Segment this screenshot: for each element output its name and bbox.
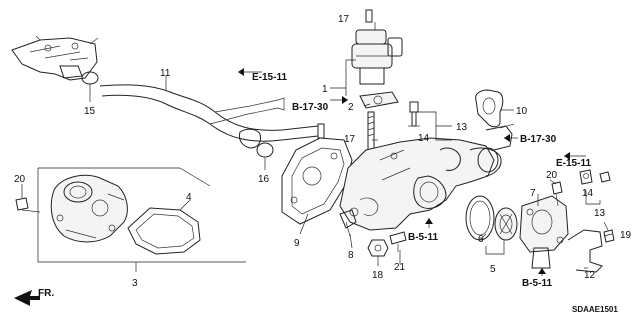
water-pump-drawing — [50, 174, 128, 243]
callout-5: 5 — [490, 264, 496, 275]
callout-10: 10 — [516, 106, 528, 117]
callout-6: 6 — [478, 234, 484, 245]
leader-lines — [21, 22, 613, 272]
stud-bolt-16-drawing — [367, 111, 375, 151]
callout-8: 8 — [348, 250, 354, 261]
temp-sensor-14-drawing — [408, 101, 420, 127]
water-passage-housing-drawing — [339, 123, 515, 231]
bolt-19-drawing — [15, 197, 41, 213]
engine-bracket-drawing — [11, 35, 99, 81]
callout-numbers: 17 1 2 17 13 14 10 11 15 16 9 8 18 21 6 … — [14, 14, 632, 289]
ref-b-5-11-left: B-5-11 — [408, 232, 438, 243]
callout-7: 7 — [530, 188, 536, 199]
ref-b-17-30-right: B-17-30 — [520, 134, 557, 145]
ref-arrow-e-15-11-upper — [238, 68, 262, 76]
callout-2: 2 — [348, 102, 354, 113]
egr-valve-drawing — [351, 9, 403, 109]
callout-13-right: 13 — [594, 208, 606, 219]
bolt-21-drawing — [389, 231, 407, 252]
ref-b-17-30-left: B-17-30 — [292, 102, 329, 113]
bolt-18-drawing — [603, 221, 615, 243]
callout-20: 20 — [546, 170, 558, 181]
diagram-code: SDAAE1501 — [572, 305, 618, 314]
ref-arrow-b-5-11-right — [538, 268, 546, 276]
callout-21: 21 — [394, 262, 406, 273]
thermostat-drawing — [494, 207, 518, 241]
callout-17-upper: 17 — [338, 14, 350, 25]
callout-1: 1 — [322, 84, 328, 95]
callout-14-right: 14 — [582, 188, 594, 199]
callout-13-upper: 13 — [456, 122, 468, 133]
callout-15-lower: 16 — [258, 174, 270, 185]
water-pump-box — [37, 167, 246, 263]
callout-11: 11 — [160, 68, 171, 79]
gasket-10-drawing — [475, 89, 504, 128]
ref-arrow-b-5-11-left — [425, 218, 433, 228]
bolt-8-drawing — [339, 209, 357, 237]
temp-sensor-14-right-drawing — [579, 169, 611, 185]
front-direction-label: FR. — [38, 288, 54, 299]
ref-arrow-b-17-30-left — [330, 96, 348, 104]
callout-18: 19 — [620, 230, 632, 241]
ref-arrow-b-17-30-right — [504, 134, 518, 142]
callout-17-lower: 18 — [372, 270, 384, 281]
bracket-12-drawing — [567, 229, 603, 273]
ref-e-15-11-upper: E-15-11 — [252, 72, 287, 83]
callout-16: 17 — [344, 134, 356, 145]
bolt-20-drawing — [551, 181, 563, 207]
nut-17-lower-drawing — [367, 239, 389, 257]
callout-4: 4 — [186, 192, 192, 203]
ref-arrow-e-15-11-right — [564, 152, 586, 160]
ref-b-5-11-right: B-5-11 — [522, 278, 552, 289]
front-direction-arrow: FR. — [14, 288, 54, 306]
pump-gasket-4-drawing — [127, 207, 201, 255]
callout-15-upper: 15 — [84, 106, 96, 117]
callout-14-upper: 14 — [418, 133, 430, 144]
o-ring-15-lower — [256, 142, 274, 158]
water-pipe-11-drawing — [99, 84, 325, 149]
ref-e-15-11-right: E-15-11 — [556, 158, 591, 169]
thermostat-cover-7-drawing — [519, 195, 569, 269]
gasket-9-drawing — [281, 137, 353, 225]
callout-12: 12 — [584, 270, 596, 281]
reference-labels: E-15-11 B-17-30 B-17-30 E-15-11 B-5-11 B… — [252, 72, 591, 289]
callout-19: 20 — [14, 174, 26, 185]
callout-9: 9 — [294, 238, 300, 249]
callout-3: 3 — [132, 278, 138, 289]
